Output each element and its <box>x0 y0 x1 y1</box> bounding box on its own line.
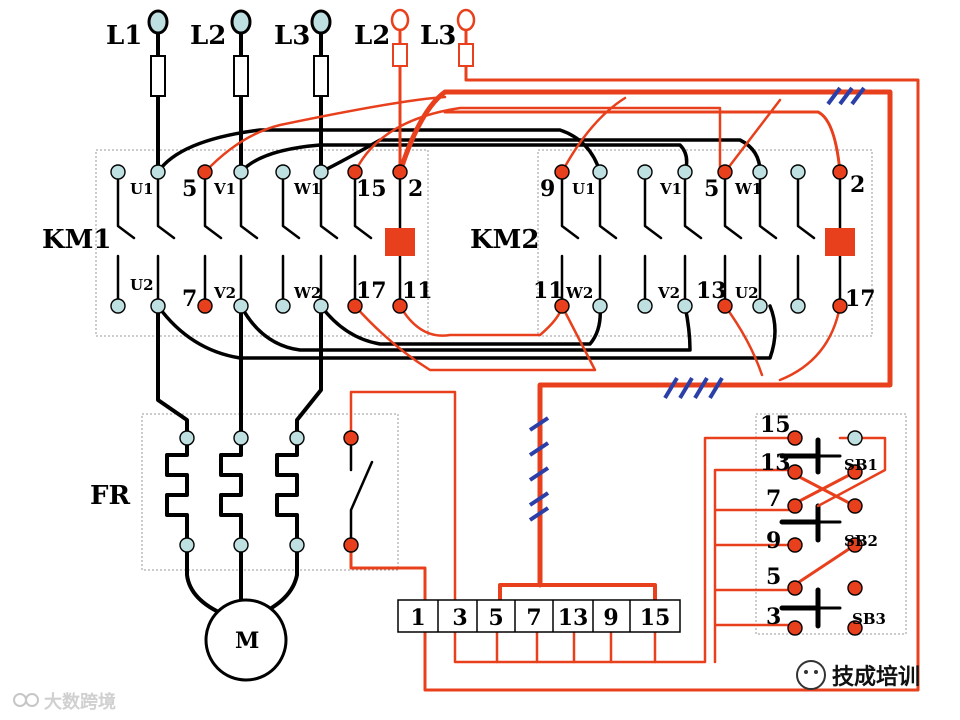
supply-terminals <box>147 8 476 35</box>
label-l2: L2 <box>190 21 226 51</box>
fuse-l2 <box>233 55 249 97</box>
label-ctrl-l3: L3 <box>420 21 456 51</box>
km2-num-9: 9 <box>540 176 555 202</box>
motor-symbol <box>204 598 288 682</box>
km1-box <box>95 149 429 337</box>
wechat-icon <box>796 660 826 690</box>
km2-terminals <box>554 164 848 314</box>
km2-num-11: 11 <box>533 278 564 304</box>
tb-1: 1 <box>410 605 425 631</box>
label-ctrl-l2: L2 <box>354 21 390 51</box>
watermark-logo-icon <box>13 693 27 707</box>
btn-num-5: 5 <box>766 564 781 590</box>
bus-hatch-marks <box>528 86 866 522</box>
label-l3: L3 <box>274 21 310 51</box>
km1-label-w2: W2 <box>293 284 321 302</box>
label-l1: L1 <box>106 21 142 51</box>
btn-num-3: 3 <box>766 604 781 630</box>
tb-13: 13 <box>558 605 589 631</box>
fuse-ctrl-l2 <box>392 43 408 67</box>
label-motor: M <box>235 628 259 654</box>
label-fr: FR <box>90 481 130 511</box>
km1-label-u1: U1 <box>130 180 154 198</box>
fuse-l1 <box>150 55 166 97</box>
label-km2: KM2 <box>470 225 539 255</box>
tb-15: 15 <box>640 605 671 631</box>
km2-label-w1: W1 <box>734 180 762 198</box>
km1-terminals <box>110 164 408 314</box>
km2-label-u1: U1 <box>572 180 596 198</box>
km2-coil <box>825 228 855 256</box>
km2-label-u2: U2 <box>735 284 759 302</box>
tb-7: 7 <box>526 605 541 631</box>
fuse-l3 <box>313 55 329 97</box>
btn-num-15: 15 <box>760 412 791 438</box>
fr-box <box>141 413 399 571</box>
label-km1: KM1 <box>42 225 111 255</box>
tb-9: 9 <box>603 605 618 631</box>
km2-num-2: 2 <box>850 172 865 198</box>
watermark-right-text: 技成培训 <box>832 664 920 690</box>
km1-num-7: 7 <box>182 286 197 312</box>
km1-coil <box>385 228 415 256</box>
km2-label-v1: V1 <box>659 180 682 198</box>
watermark-left: 大数跨境 <box>13 691 116 713</box>
km2-label-v2: V2 <box>657 284 680 302</box>
label-sb1: SB1 <box>844 456 878 474</box>
km1-label-u2: U2 <box>130 276 154 294</box>
km1-num-17: 17 <box>356 278 387 304</box>
km1-label-v1: V1 <box>213 180 236 198</box>
km1-num-11: 11 <box>402 278 433 304</box>
fuse-ctrl-l3 <box>458 43 474 67</box>
label-sb3: SB3 <box>852 610 886 628</box>
power-wiring <box>116 28 842 682</box>
km2-label-w2: W2 <box>565 284 593 302</box>
watermark-left-text: 大数跨境 <box>44 691 116 713</box>
km1-num-5: 5 <box>182 176 197 202</box>
buttons-box <box>755 413 907 635</box>
tb-3: 3 <box>452 605 467 631</box>
watermark-right: 技成培训 <box>796 660 920 690</box>
km1-label-w1: W1 <box>293 180 321 198</box>
km1-num-2: 2 <box>408 176 423 202</box>
btn-num-7: 7 <box>766 486 781 512</box>
label-sb2: SB2 <box>844 532 878 550</box>
btn-num-9: 9 <box>766 528 781 554</box>
km1-label-v2: V2 <box>213 284 236 302</box>
btn-num-13: 13 <box>760 450 791 476</box>
terminal-block: 1 3 5 7 13 9 15 <box>397 599 681 633</box>
tb-5: 5 <box>488 605 503 631</box>
km2-num-17: 17 <box>845 286 876 312</box>
km2-num-13: 13 <box>696 278 727 304</box>
km1-num-15: 15 <box>356 176 387 202</box>
fr-terminals <box>179 430 359 553</box>
button-terminals <box>787 430 863 636</box>
km2-num-5: 5 <box>704 176 719 202</box>
